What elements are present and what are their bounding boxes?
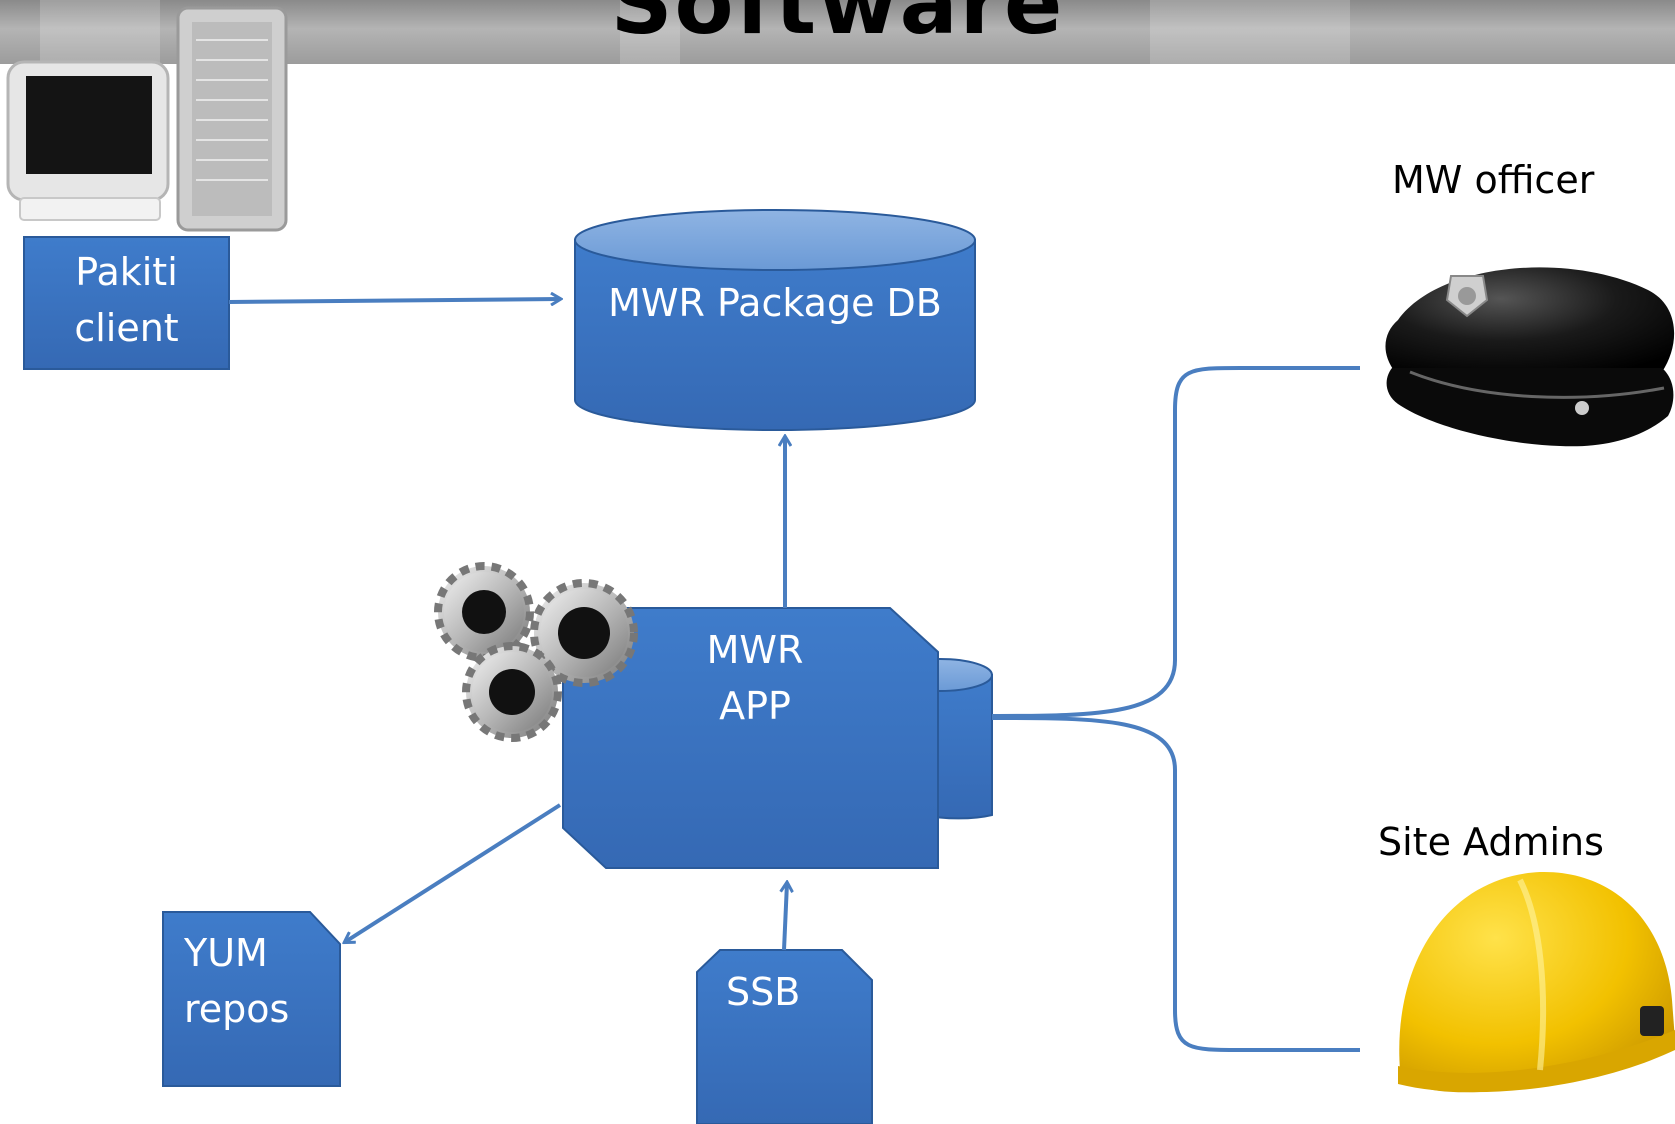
mwr-app-label-line1: MWR <box>706 628 804 672</box>
connector-pakiti-to-db <box>228 299 560 302</box>
page-title: Software <box>610 0 1065 54</box>
connector-app-to-officer <box>991 366 1360 718</box>
pakiti-client-box <box>23 236 230 370</box>
package-db-cylinder <box>574 209 976 431</box>
gears-icon <box>434 562 638 742</box>
site-admins-label: Site Admins <box>1378 820 1604 864</box>
pakiti-client-label: Pakiti client <box>24 244 229 356</box>
mw-officer-label: MW officer <box>1392 158 1595 202</box>
yum-repos-label: YUM repos <box>184 925 289 1037</box>
mwr-app-label-line2: APP <box>719 684 791 728</box>
package-db-label: MWR Package DB <box>608 281 942 325</box>
ssb-label: SSB <box>726 970 801 1014</box>
police-cap-icon <box>1385 267 1675 447</box>
pakiti-client-label-line2: client <box>74 306 179 350</box>
connector-app-to-yum <box>345 803 562 942</box>
connector-ssb-to-app <box>784 883 787 951</box>
connector-app-to-admins <box>991 716 1360 1052</box>
hard-hat-icon <box>1398 871 1675 1093</box>
ssb-box <box>696 949 873 1124</box>
yum-repos-label-line1: YUM <box>184 931 268 975</box>
mwr-app-label: MWR APP <box>650 622 860 734</box>
desktop-computer-icon <box>6 6 288 232</box>
title-banner: Software <box>0 0 1675 64</box>
yum-repos-label-line2: repos <box>184 987 290 1031</box>
pakiti-client-label-line1: Pakiti <box>75 250 178 294</box>
yum-repos-box <box>162 911 341 1087</box>
